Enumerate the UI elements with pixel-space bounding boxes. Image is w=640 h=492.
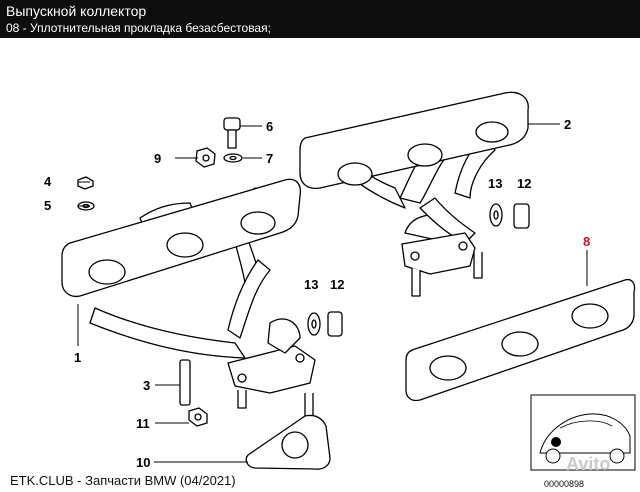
flange-gasket [245, 414, 331, 470]
washer-13-left [307, 312, 321, 336]
header-bar: Выпускной коллектор 08 - Уплотнительная … [0, 0, 640, 38]
callout-12-left: 12 [330, 277, 344, 292]
callout-11: 11 [136, 416, 150, 431]
washer-13-right [489, 203, 503, 227]
nut-11 [188, 407, 208, 427]
callout-12-right: 12 [517, 176, 531, 191]
callout-1: 1 [74, 350, 81, 365]
callout-3: 3 [143, 378, 150, 393]
image-code: 00000898 [544, 479, 585, 489]
bolt-6 [223, 117, 241, 149]
exploded-diagram: 1 2 3 4 5 6 7 8 9 10 11 12 13 12 13 [44, 91, 636, 471]
leader-lines [77, 123, 588, 463]
callout-5: 5 [44, 198, 51, 213]
page-title: Выпускной коллектор [6, 3, 147, 19]
exhaust-manifold-right [299, 91, 529, 297]
manifold-gasket [405, 278, 636, 402]
part-subtitle: 08 - Уплотнительная прокладка безасбесто… [6, 21, 271, 35]
bolt-12-right [513, 203, 530, 229]
callout-10: 10 [136, 455, 150, 470]
exhaust-manifold-left [61, 178, 316, 419]
bolt-12-left [327, 311, 343, 337]
car-location-inset [530, 394, 636, 471]
stud-3 [179, 359, 191, 406]
location-marker-icon [551, 437, 561, 447]
footer-source: ETK.CLUB - Запчасти BMW (04/2021) [10, 473, 236, 488]
callout-2: 2 [564, 117, 571, 132]
callout-13-left: 13 [304, 277, 318, 292]
callout-6: 6 [266, 119, 273, 134]
callout-9: 9 [154, 151, 161, 166]
nut-4 [77, 176, 94, 190]
callout-13-right: 13 [488, 176, 502, 191]
callout-7: 7 [266, 151, 273, 166]
watermark: Avito [566, 454, 611, 474]
callout-4: 4 [44, 174, 52, 189]
washer-7 [223, 153, 243, 163]
callout-8: 8 [583, 234, 590, 249]
nut-9 [195, 147, 216, 168]
